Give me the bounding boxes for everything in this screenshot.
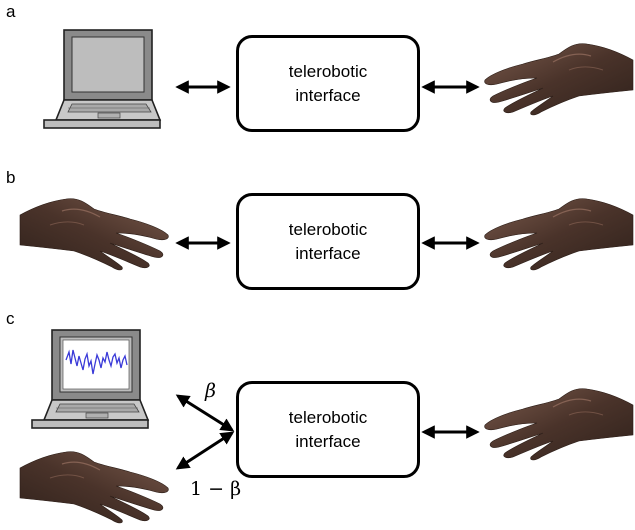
interface-label: telerobotic interface bbox=[288, 61, 368, 105]
plot-thumbnail-icon bbox=[62, 339, 130, 390]
arrow-laptop-interface bbox=[175, 394, 235, 432]
arrow-hand-interface bbox=[175, 431, 235, 470]
hand-icon bbox=[484, 198, 634, 271]
panel-label-c: c bbox=[6, 309, 15, 328]
weight-one-minus-beta-label: 1 − β bbox=[190, 478, 242, 500]
hand-icon bbox=[484, 43, 634, 116]
panel-b bbox=[19, 198, 634, 271]
hand-icon bbox=[484, 388, 634, 461]
telerobotic-interface-box-a: telerobotic interface bbox=[236, 35, 420, 132]
panel-c bbox=[19, 329, 634, 524]
hand-icon bbox=[19, 451, 169, 524]
interface-label: telerobotic interface bbox=[288, 219, 368, 263]
interface-label: telerobotic interface bbox=[288, 407, 368, 451]
telerobotic-interface-box-b: telerobotic interface bbox=[236, 193, 420, 290]
telerobotic-interface-box-c: telerobotic interface bbox=[236, 381, 420, 478]
hand-icon bbox=[19, 198, 169, 271]
laptop-icon bbox=[43, 29, 161, 129]
weight-beta-label: β bbox=[205, 380, 216, 402]
panel-label-b: b bbox=[6, 168, 16, 187]
panel-a bbox=[43, 29, 634, 129]
laptop-icon bbox=[31, 329, 149, 429]
panel-label-a: a bbox=[6, 2, 16, 21]
